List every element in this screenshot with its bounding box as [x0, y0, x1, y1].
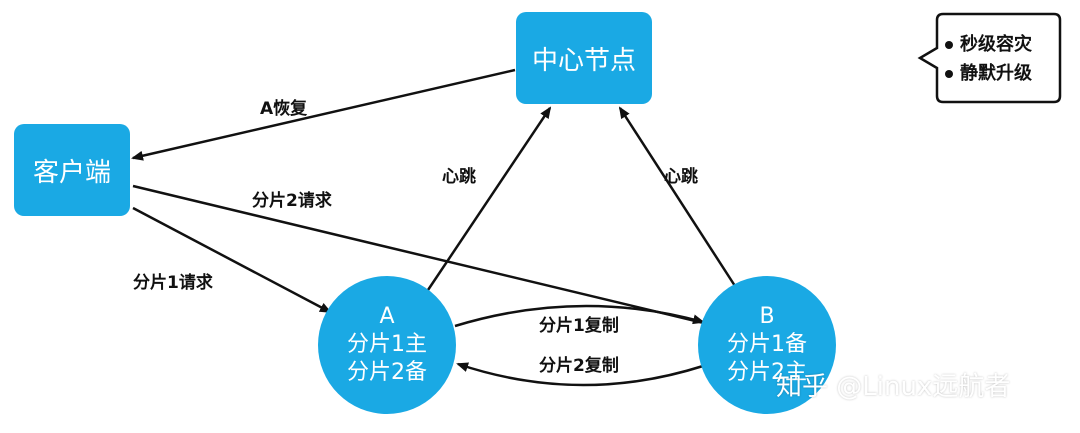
center-node: 中心节点 [516, 12, 652, 104]
callout-item-2: 静默升级 [960, 63, 1032, 84]
edge-shard1-replicate [454, 304, 705, 328]
label-shard1-replicate: 分片1复制 [539, 316, 619, 336]
node-a-line1: 分片1主 [347, 332, 427, 357]
client-node: 客户端 [14, 124, 130, 216]
callout-bubble [917, 12, 1062, 104]
node-a: A 分片1主 分片2备 [318, 276, 456, 414]
edge-shard1-request [132, 206, 332, 314]
node-b-line2: 分片2主 [727, 360, 807, 385]
callout-bullet-2 [945, 70, 953, 78]
center-node-label: 中心节点 [531, 45, 636, 76]
edge-heartbeat-b [618, 106, 737, 287]
edge-a-recover [131, 68, 516, 161]
node-b: B 分片1备 分片2主 [698, 276, 836, 414]
client-node-label: 客户端 [32, 157, 111, 188]
edge-shard2-replicate [456, 362, 704, 387]
label-shard2-replicate: 分片2复制 [539, 356, 619, 376]
label-heartbeat-a: 心跳 [442, 167, 476, 187]
node-b-line1: 分片1备 [727, 332, 807, 357]
label-shard1-request: 分片1请求 [133, 273, 213, 293]
node-a-name: A [379, 304, 395, 329]
node-a-line2: 分片2备 [347, 360, 427, 385]
label-heartbeat-b: 心跳 [664, 167, 698, 187]
callout-item-1: 秒级容灾 [960, 34, 1032, 55]
label-shard2-request: 分片2请求 [252, 191, 332, 211]
edge-heartbeat-a [426, 106, 552, 291]
label-a-recover: A恢复 [260, 99, 308, 119]
watermark: 知乎 @Linux远航者 [776, 372, 1011, 402]
node-b-name: B [759, 304, 775, 329]
callout-bullet-1 [945, 41, 953, 49]
edge-shard2-request [132, 184, 714, 328]
